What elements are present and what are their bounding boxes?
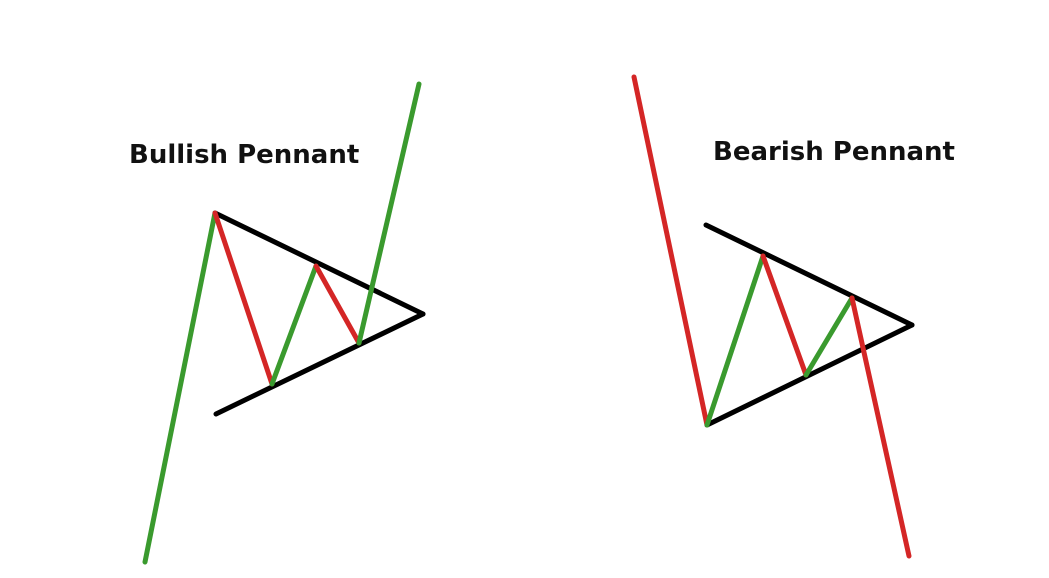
bullish-breakout [356, 81, 422, 346]
bullish-swing-down-2 [313, 263, 362, 346]
bullish-lower-boundary [213, 311, 426, 417]
bearish-pennant [631, 74, 915, 559]
bearish-swing-up-2 [803, 295, 855, 378]
bullish-swing-up-1 [269, 263, 319, 387]
bearish-pennant-title: Bearish Pennant [713, 137, 955, 167]
bearish-upper-boundary [703, 222, 915, 328]
bullish-upper-boundary [212, 210, 426, 317]
bearish-swing-down-1 [760, 253, 809, 378]
bullish-pennant-title: Bullish Pennant [129, 140, 360, 170]
bullish-pennant [142, 81, 426, 565]
bearish-swing-up-1 [704, 253, 766, 428]
bullish-flagpole [142, 210, 218, 565]
bearish-flagpole [631, 74, 710, 428]
bullish-swing-down-1 [212, 210, 275, 387]
bearish-breakdown [849, 295, 912, 559]
bearish-lower-boundary [704, 322, 915, 428]
